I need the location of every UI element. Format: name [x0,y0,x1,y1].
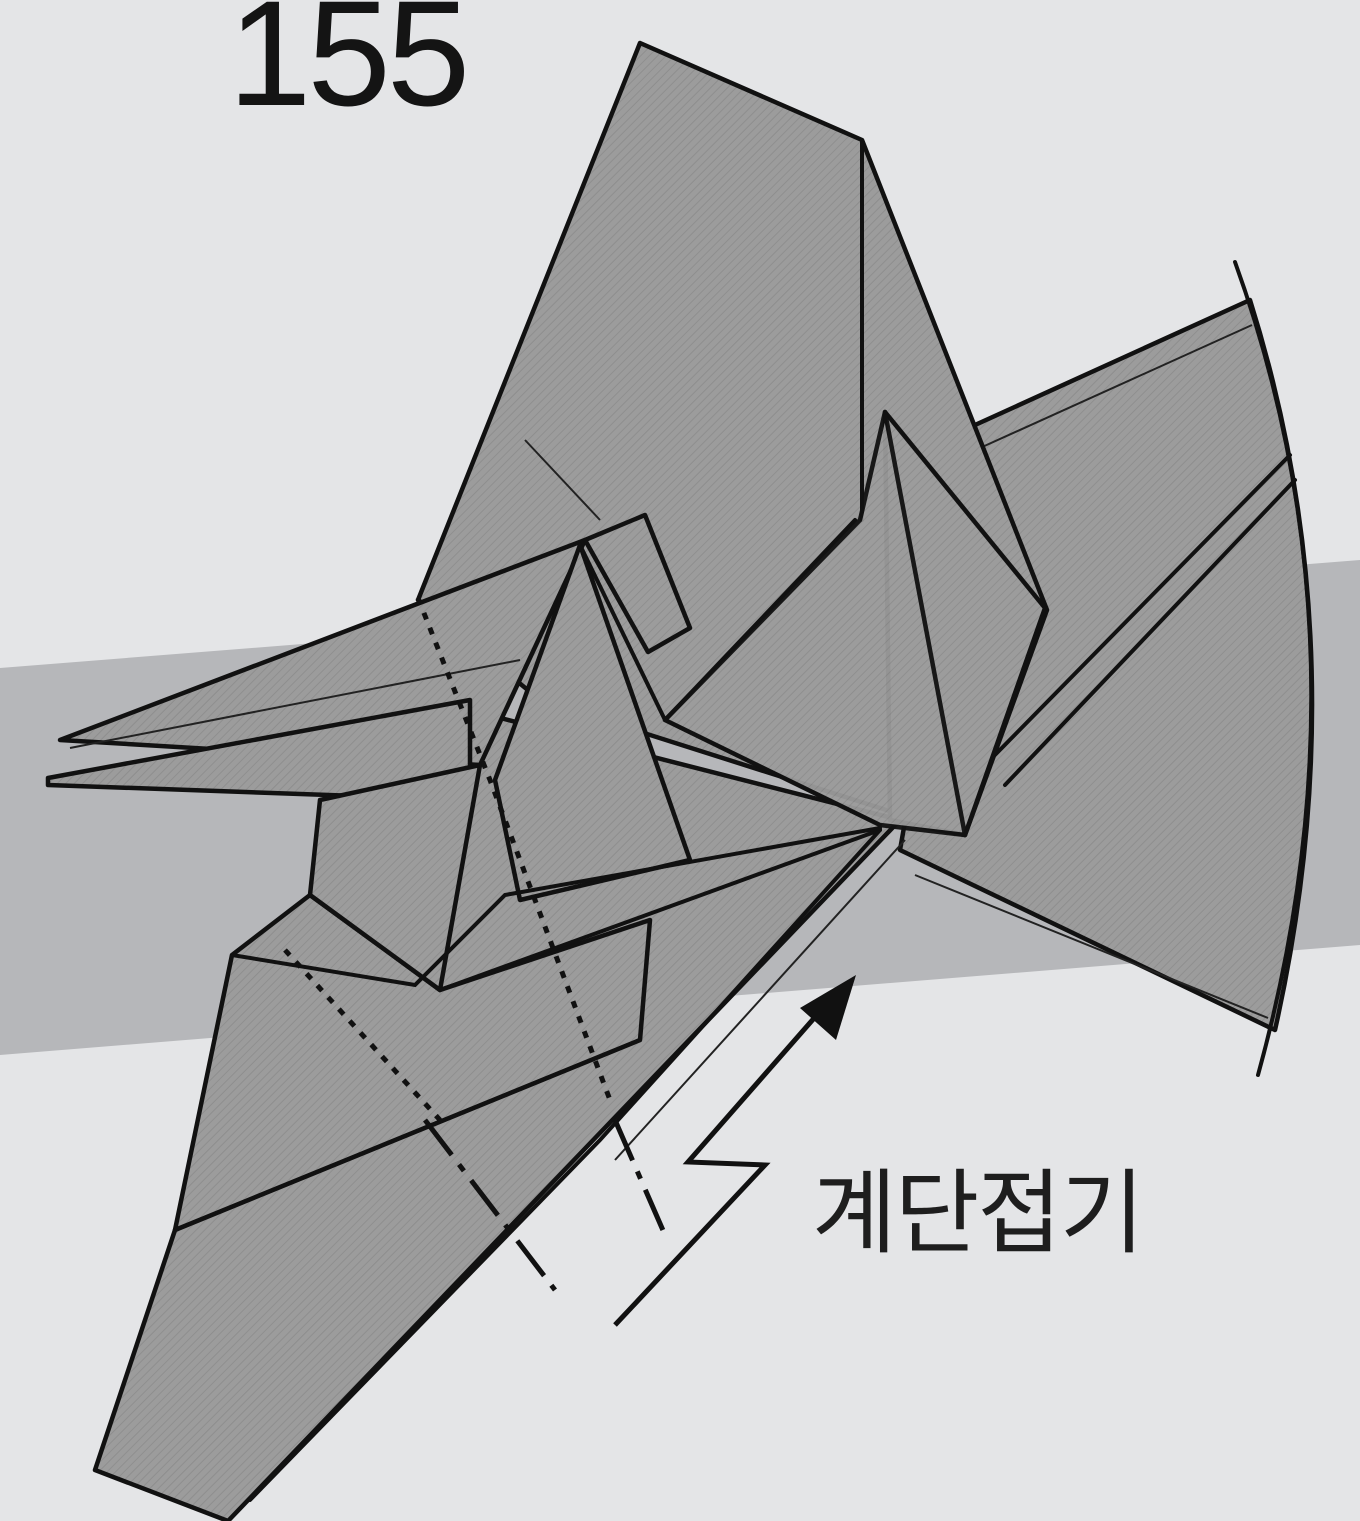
mountain-fold-line-right [615,1120,665,1235]
step-fold-label: 계단접기 [812,1168,1143,1260]
step-number: 155 [228,0,466,128]
